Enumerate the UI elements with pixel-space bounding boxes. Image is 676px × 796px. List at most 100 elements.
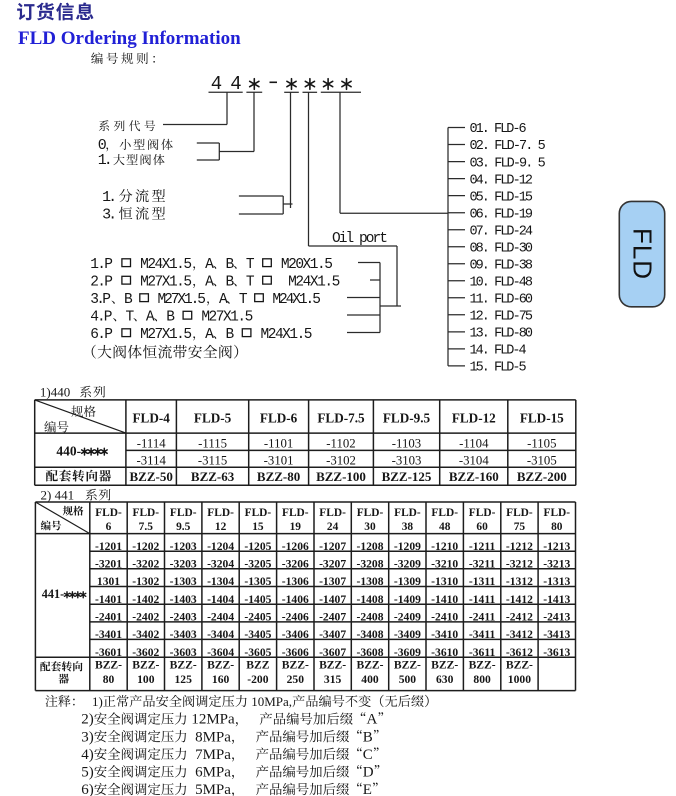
svg-text:-2406: -2406	[282, 611, 309, 624]
svg-text:12MPa: 12MPa	[188, 712, 235, 728]
svg-text:-1309: -1309	[394, 575, 421, 588]
svg-text:630: 630	[436, 673, 454, 686]
svg-text:-2408: -2408	[356, 611, 383, 624]
svg-text:14. FLD-4: 14. FLD-4	[470, 344, 527, 359]
svg-text:-3202: -3202	[132, 557, 159, 570]
svg-text:-1212: -1212	[506, 540, 533, 553]
svg-text:FLD-4: FLD-4	[133, 410, 171, 425]
svg-text:-1407: -1407	[319, 593, 346, 606]
svg-text:-1302: -1302	[132, 575, 159, 588]
svg-text:-1305: -1305	[244, 575, 271, 588]
svg-text:BZZ-: BZZ-	[356, 658, 383, 671]
svg-text:FLD-: FLD-	[394, 507, 421, 519]
svg-text:-2403: -2403	[170, 611, 197, 624]
svg-text:-3401: -3401	[95, 628, 122, 641]
svg-text:-1211: -1211	[469, 540, 496, 553]
svg-text:D: D	[363, 765, 374, 781]
svg-text:5): 5)	[81, 765, 94, 781]
svg-text:-1115: -1115	[198, 437, 227, 451]
svg-text:B: B	[226, 327, 241, 343]
svg-text:-3407: -3407	[319, 628, 346, 641]
svg-text:09. FLD-38: 09. FLD-38	[470, 258, 534, 273]
svg-text:BZZ-80: BZZ-80	[257, 469, 300, 484]
svg-text:4: 4	[211, 73, 222, 95]
svg-text:-1102: -1102	[326, 437, 355, 451]
svg-text:-3114: -3114	[137, 453, 167, 467]
svg-text:-1101: -1101	[264, 437, 293, 451]
svg-text:BZZ-: BZZ-	[506, 658, 533, 671]
svg-text:-3608: -3608	[356, 646, 383, 659]
svg-text:-3607: -3607	[319, 646, 346, 659]
svg-text:07. FLD-24: 07. FLD-24	[470, 224, 534, 239]
svg-text:M24X1.5: M24X1.5	[253, 327, 312, 343]
svg-text:FLD: FLD	[628, 228, 658, 280]
svg-text:BZZ-: BZZ-	[170, 658, 197, 671]
svg-text:-3201: -3201	[95, 557, 122, 570]
svg-text:500: 500	[399, 673, 417, 686]
svg-text:01. FLD-6: 01. FLD-6	[470, 122, 527, 137]
svg-text:FLD-6: FLD-6	[260, 410, 298, 425]
svg-text:80: 80	[103, 673, 115, 686]
svg-text:441-: 441-	[42, 587, 64, 601]
svg-text:24: 24	[327, 521, 339, 533]
svg-text:-2411: -2411	[469, 611, 496, 624]
svg-text:-1403: -1403	[170, 593, 197, 606]
svg-text:-1304: -1304	[207, 575, 234, 588]
svg-text:-1104: -1104	[459, 437, 489, 451]
svg-text:B: B	[363, 729, 373, 745]
svg-text:30: 30	[364, 521, 376, 533]
svg-text:FLD Ordering Information: FLD Ordering Information	[18, 28, 241, 49]
svg-text:7.5: 7.5	[139, 521, 154, 533]
svg-text:E: E	[363, 782, 372, 796]
svg-text:A: A	[205, 274, 214, 290]
svg-text:-3609: -3609	[394, 646, 421, 659]
svg-text:-3602: -3602	[132, 646, 159, 659]
svg-text:-3102: -3102	[326, 453, 356, 467]
svg-text:-2413: -2413	[543, 611, 570, 624]
svg-text:1.: 1.	[102, 189, 117, 206]
svg-text:-3205: -3205	[244, 557, 271, 570]
svg-text:-1203: -1203	[170, 540, 197, 553]
svg-text:10. FLD-48: 10. FLD-48	[470, 276, 534, 291]
svg-text:2): 2)	[81, 712, 94, 728]
svg-text:-1105: -1105	[527, 437, 556, 451]
svg-text:-3204: -3204	[207, 557, 234, 570]
svg-text:BZZ-: BZZ-	[207, 658, 234, 671]
svg-text:6MPa: 6MPa	[188, 765, 232, 781]
svg-text:-1412: -1412	[506, 593, 533, 606]
svg-text:1000: 1000	[508, 673, 531, 686]
svg-text:BZZ-: BZZ-	[132, 658, 159, 671]
svg-text:T: T	[126, 309, 135, 325]
svg-text:FLD-9.5: FLD-9.5	[383, 410, 431, 425]
svg-text:04. FLD-12: 04. FLD-12	[470, 173, 534, 188]
svg-text:-3203: -3203	[170, 557, 197, 570]
svg-text:-1313: -1313	[543, 575, 570, 588]
svg-text:-3412: -3412	[506, 628, 533, 641]
svg-text:-3603: -3603	[170, 646, 197, 659]
svg-text:-1201: -1201	[95, 540, 122, 553]
svg-text:-3408: -3408	[356, 628, 383, 641]
svg-text:-1411: -1411	[469, 593, 496, 606]
svg-text:-1207: -1207	[319, 540, 346, 553]
svg-text:-3612: -3612	[506, 646, 533, 659]
svg-text:-3206: -3206	[282, 557, 309, 570]
svg-text:-1306: -1306	[282, 575, 309, 588]
svg-text:-200: -200	[247, 673, 268, 686]
svg-text:BZZ-50: BZZ-50	[130, 469, 173, 484]
svg-text:440-: 440-	[56, 443, 81, 458]
svg-text:-1303: -1303	[170, 575, 197, 588]
svg-text:-3105: -3105	[527, 453, 557, 467]
svg-text:-3409: -3409	[394, 628, 421, 641]
svg-text:11. FLD-60: 11. FLD-60	[470, 293, 534, 308]
svg-text:-1206: -1206	[282, 540, 309, 553]
svg-text:-1307: -1307	[319, 575, 346, 588]
svg-text:2.P: 2.P	[90, 274, 120, 290]
svg-text:2) 441: 2) 441	[41, 488, 75, 503]
svg-text:M27X1.5: M27X1.5	[194, 309, 253, 325]
svg-text:-1205: -1205	[244, 540, 271, 553]
svg-text:02. FLD-7. 5: 02. FLD-7. 5	[470, 139, 546, 154]
svg-text:-2404: -2404	[207, 611, 234, 624]
svg-text:-1405: -1405	[244, 593, 271, 606]
svg-text:6: 6	[106, 521, 112, 533]
svg-text:A: A	[367, 712, 378, 728]
